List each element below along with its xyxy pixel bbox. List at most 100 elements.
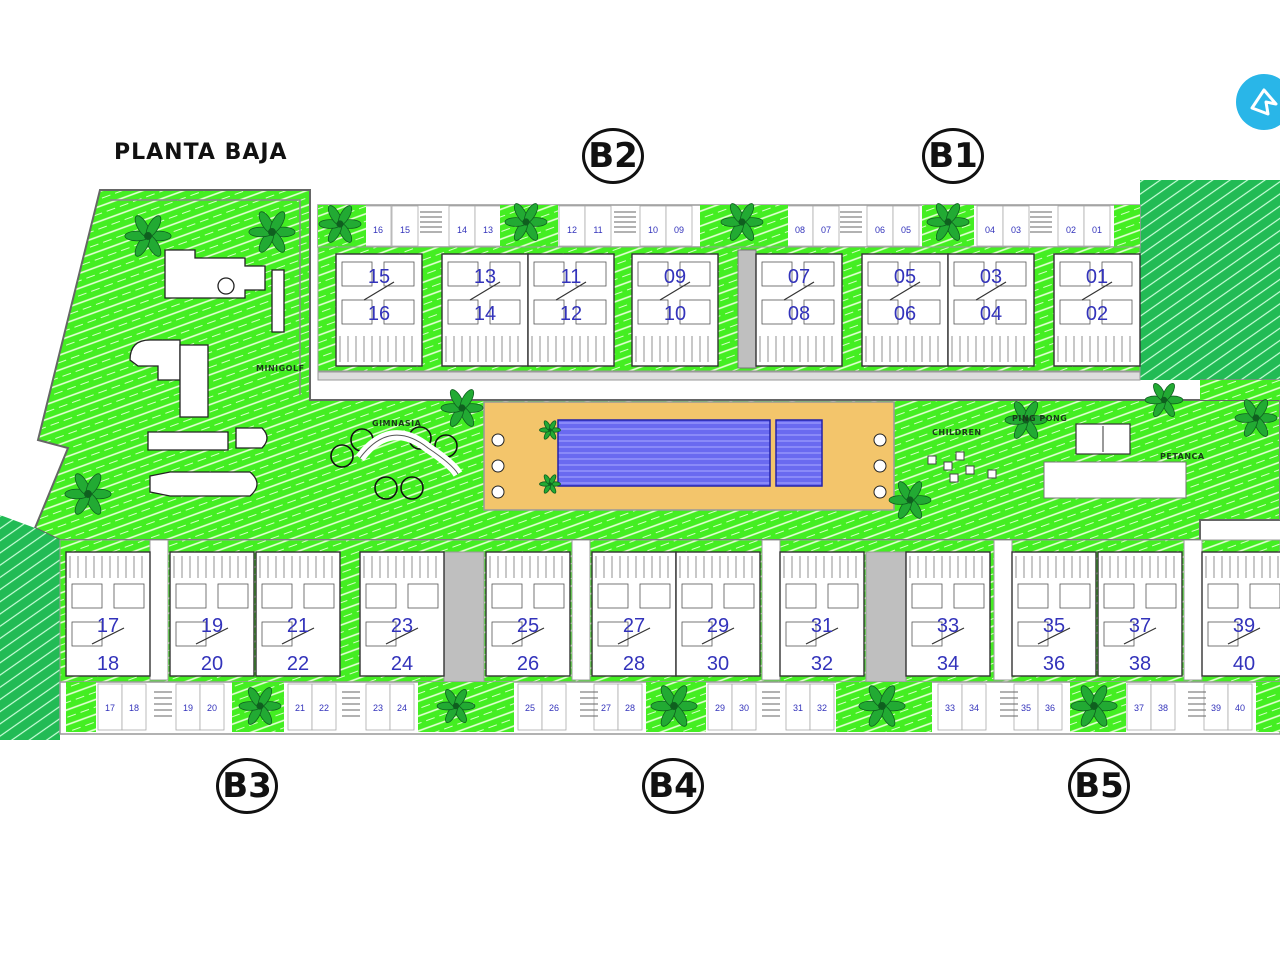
parking-number: 33 xyxy=(945,703,955,713)
palm-tree-icon xyxy=(1004,401,1048,439)
unit-number-lower: 38 xyxy=(1129,653,1151,675)
parking-space xyxy=(389,683,415,731)
parking-number: 17 xyxy=(105,703,115,713)
palm-tree-icon xyxy=(720,203,764,241)
palm-tree-icon xyxy=(64,473,112,515)
apartment-unit: 05 06 xyxy=(861,253,949,367)
parking-number: 08 xyxy=(795,225,805,235)
unit-number-lower: 20 xyxy=(201,653,223,675)
parking-space xyxy=(866,205,894,247)
parking-number: 07 xyxy=(821,225,831,235)
parking-space xyxy=(892,205,920,247)
lawn-patch xyxy=(1114,205,1140,247)
parking-number: 04 xyxy=(985,225,995,235)
palm-tree-icon xyxy=(926,203,970,241)
parking-space xyxy=(391,205,419,247)
parking-number: 15 xyxy=(400,225,410,235)
sun-loungers-east xyxy=(873,433,887,499)
parking-space xyxy=(786,205,814,247)
parking-number: 05 xyxy=(901,225,911,235)
unit-number-lower: 12 xyxy=(560,303,582,325)
unit-number-lower: 08 xyxy=(788,303,810,325)
parking-number: 06 xyxy=(875,225,885,235)
parking-space xyxy=(785,683,811,731)
palm-tree-icon xyxy=(650,685,698,727)
parking-space xyxy=(97,683,123,731)
parking-number: 13 xyxy=(483,225,493,235)
parking-number: 27 xyxy=(601,703,611,713)
unit-number-upper: 17 xyxy=(97,615,119,637)
palm-tree-icon xyxy=(539,474,561,494)
stairs xyxy=(840,211,862,233)
parking-number: 16 xyxy=(373,225,383,235)
parking-space xyxy=(311,683,337,731)
parking-space xyxy=(558,205,586,247)
stairs xyxy=(154,691,172,717)
passage xyxy=(993,539,1013,681)
stairs xyxy=(342,691,360,717)
parking-space xyxy=(639,205,667,247)
palm-tree-icon xyxy=(1144,383,1184,417)
unit-number-lower: 14 xyxy=(474,303,496,325)
north-walkway xyxy=(317,371,1141,381)
palm-tree-icon xyxy=(238,687,282,725)
garden-area xyxy=(33,189,1280,541)
unit-number-upper: 35 xyxy=(1043,615,1065,637)
unit-number-upper: 25 xyxy=(517,615,539,637)
parking-number: 18 xyxy=(129,703,139,713)
unit-number-upper: 01 xyxy=(1086,266,1108,288)
unit-number-upper: 21 xyxy=(287,615,309,637)
unit-number-upper: 09 xyxy=(664,266,686,288)
minigolf-label: MINIGOLF xyxy=(256,364,305,373)
unit-number-upper: 33 xyxy=(937,615,959,637)
unit-number-lower: 16 xyxy=(368,303,390,325)
parking-space xyxy=(199,683,225,731)
ping-pong-label: PING PONG xyxy=(1012,414,1068,423)
parking-number: 20 xyxy=(207,703,217,713)
block-b2-label: B2 xyxy=(582,128,644,184)
parking-space xyxy=(541,683,567,731)
parking-number: 38 xyxy=(1158,703,1168,713)
parking-number: 34 xyxy=(969,703,979,713)
parking-space xyxy=(976,205,1004,247)
children-label: CHILDREN xyxy=(932,428,982,437)
stairs xyxy=(420,211,442,233)
block-b3-label: B3 xyxy=(216,758,278,814)
parking-number: 29 xyxy=(715,703,725,713)
parking-space xyxy=(812,205,840,247)
parking-number: 35 xyxy=(1021,703,1031,713)
unit-number-upper: 11 xyxy=(561,266,582,288)
unit-number-lower: 02 xyxy=(1086,303,1108,325)
parking-space xyxy=(287,683,313,731)
unit-number-lower: 30 xyxy=(707,653,729,675)
unit-number-upper: 05 xyxy=(894,266,916,288)
parking-space xyxy=(1083,205,1111,247)
unit-number-lower: 04 xyxy=(980,303,1002,325)
parking-space xyxy=(731,683,757,731)
parking-space xyxy=(665,205,693,247)
palm-tree-icon xyxy=(539,420,561,440)
apartment-unit: 25 26 xyxy=(485,551,571,677)
gimnasia-label: GIMNASIA xyxy=(372,419,422,428)
palm-tree-icon xyxy=(504,203,548,241)
parking-space xyxy=(364,205,392,247)
unit-number-lower: 26 xyxy=(517,653,539,675)
passage xyxy=(761,539,781,681)
passage xyxy=(571,539,591,681)
unit-number-upper: 23 xyxy=(391,615,413,637)
unit-number-lower: 06 xyxy=(894,303,916,325)
parking-space xyxy=(1037,683,1063,731)
parking-number: 25 xyxy=(525,703,535,713)
parking-number: 39 xyxy=(1211,703,1221,713)
unit-number-upper: 07 xyxy=(788,266,810,288)
passage xyxy=(149,539,169,681)
stairs xyxy=(580,691,598,717)
